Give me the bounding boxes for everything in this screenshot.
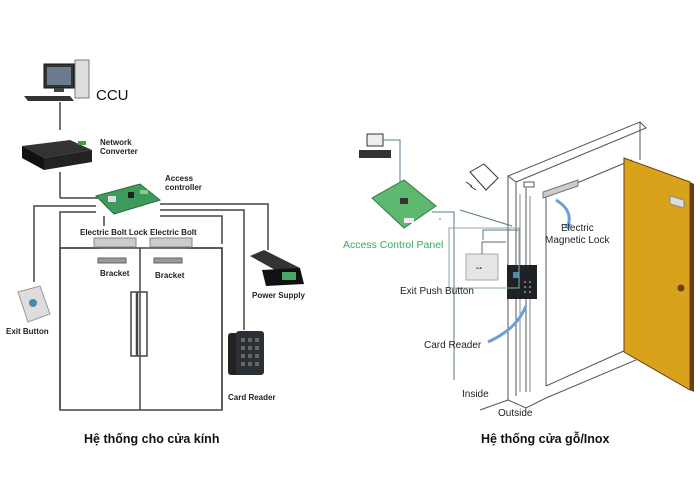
electric-magnetic-lock-label-2: Magnetic Lock bbox=[545, 235, 610, 246]
door-knob-icon bbox=[677, 284, 685, 292]
magnetic-lock-icon bbox=[523, 179, 579, 230]
svg-text:⊶: ⊶ bbox=[476, 266, 482, 272]
electric-bolt-lock-icon bbox=[93, 237, 193, 264]
access-controller-icon bbox=[95, 183, 162, 215]
power-supply-icon bbox=[250, 250, 304, 286]
power-supply-label: Power Supply bbox=[252, 291, 305, 300]
right-caption: Hệ thống cửa gỗ/Inox bbox=[481, 432, 610, 446]
access-controller-label-1: Access bbox=[165, 174, 194, 183]
power-adapter-icon bbox=[465, 163, 499, 191]
door-frame bbox=[479, 121, 647, 411]
access-control-panel-label: Access Control Panel bbox=[343, 239, 444, 251]
access-controller-label-2: controller bbox=[165, 183, 202, 192]
bracket-left-label: Bracket bbox=[100, 269, 130, 278]
electric-bolt-label: Electric Bolt bbox=[150, 228, 197, 237]
ccu-label: CCU bbox=[96, 87, 129, 104]
exit-button-label: Exit Button bbox=[6, 327, 49, 336]
exit-button-icon bbox=[17, 285, 51, 323]
card-reader-label-right: Card Reader bbox=[424, 340, 482, 351]
left-caption: Hệ thống cho cửa kính bbox=[84, 432, 220, 446]
card-reader-icon bbox=[228, 331, 264, 375]
access-control-panel-icon bbox=[371, 179, 437, 229]
electric-magnetic-lock-label-1: Electric bbox=[561, 223, 594, 234]
electric-bolt-lock-label: Electric Bolt Lock bbox=[80, 228, 148, 237]
network-converter-icon bbox=[22, 140, 92, 170]
outside-label: Outside bbox=[498, 408, 533, 419]
exit-push-button-label: Exit Push Button bbox=[400, 286, 474, 297]
network-converter-label-1: Network bbox=[100, 138, 132, 147]
computer-icon bbox=[359, 133, 391, 158]
computer-icon bbox=[24, 59, 90, 101]
inside-label: Inside bbox=[462, 389, 489, 400]
card-reader-icon bbox=[507, 265, 537, 299]
bracket-right-label: Bracket bbox=[155, 271, 185, 280]
network-converter-label-2: Converter bbox=[100, 147, 138, 156]
glass-door-frame bbox=[59, 247, 223, 411]
wooden-door bbox=[623, 157, 694, 392]
exit-push-button-icon: ⊶ bbox=[465, 253, 499, 281]
card-reader-label: Card Reader bbox=[228, 393, 276, 402]
